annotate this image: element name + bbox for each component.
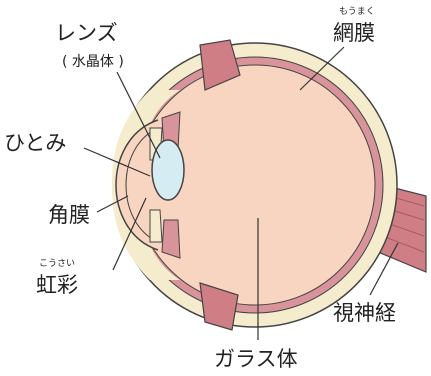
vitreous-label: ガラス体 — [214, 347, 298, 371]
lens-shape — [152, 140, 184, 200]
pupil-label: ひとみ — [4, 131, 66, 155]
iris-ruby: こうさい — [39, 258, 75, 269]
retina-label: 網膜 — [333, 21, 375, 45]
lens-label: レンズ — [55, 21, 118, 45]
lens-sublabel: ( 水晶体 ) — [62, 54, 124, 70]
iris-lower — [150, 210, 162, 242]
optic-nerve-label: 視神経 — [333, 301, 396, 325]
ciliary-lower — [162, 220, 180, 258]
retina-ruby: もうまく — [339, 6, 375, 17]
cornea-label: 角膜 — [48, 203, 90, 227]
iris-label: 虹彩 — [36, 273, 78, 297]
